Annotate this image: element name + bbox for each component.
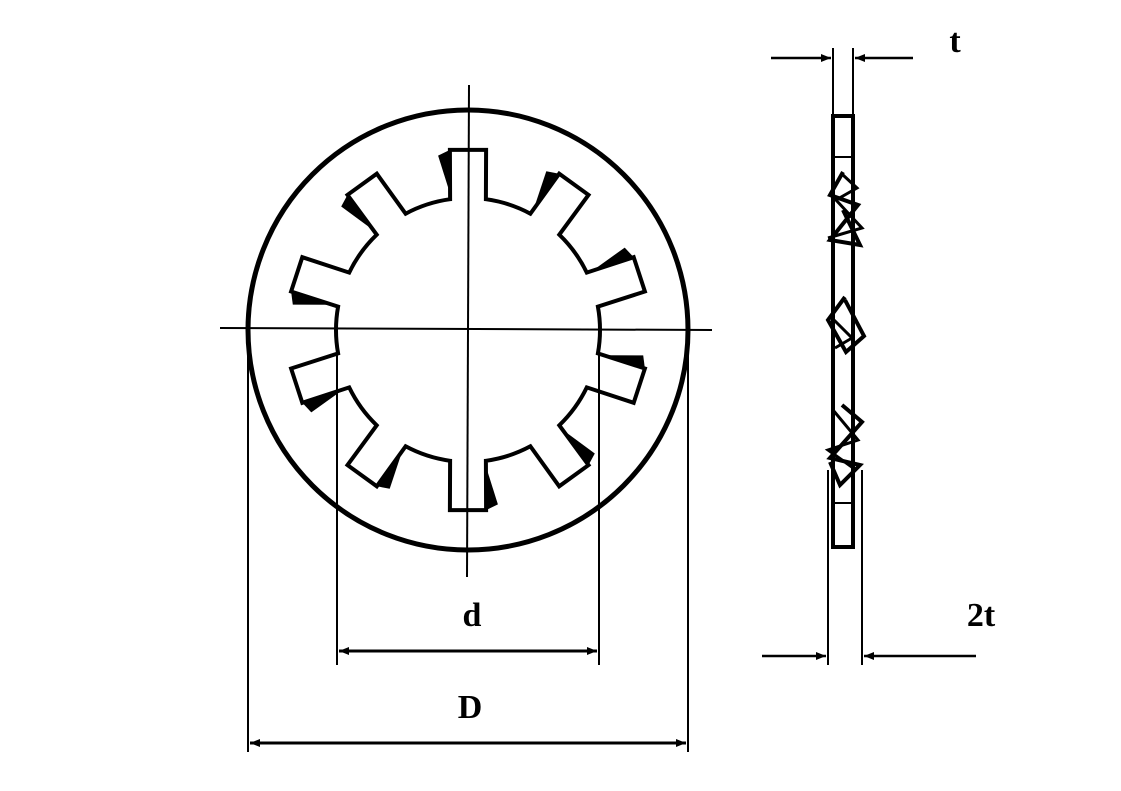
center-line-horizontal	[219, 327, 713, 331]
side-tooth-zigzag	[830, 316, 855, 350]
side-view	[824, 114, 867, 549]
dimension-d: d	[336, 335, 600, 665]
side-tooth-zigzag	[826, 171, 864, 248]
side-tooth-zigzag	[825, 295, 867, 356]
front-view	[219, 84, 713, 578]
inner-teeth-outline	[288, 147, 648, 513]
tooth-twist-fills	[291, 149, 645, 511]
tooth-twist-wedge	[595, 247, 634, 269]
dimension-2t: 2t	[762, 470, 996, 665]
side-tooth-zigzag	[827, 173, 865, 240]
tooth-twist-wedge	[302, 391, 341, 413]
tooth-twist-wedge	[341, 194, 370, 228]
label-2t: 2t	[967, 597, 996, 634]
tooth-twist-wedge	[486, 470, 498, 511]
center-line-vertical	[466, 84, 470, 578]
label-t: t	[949, 23, 961, 60]
tooth-twist-wedge	[376, 455, 401, 489]
label-d: d	[463, 597, 482, 634]
tooth-twist-wedge	[438, 149, 450, 190]
side-tooth-zigzag	[824, 409, 861, 472]
tooth-twist-wedge	[291, 291, 329, 305]
tooth-twist-wedge	[535, 171, 560, 205]
tooth-twist-wedge	[566, 432, 595, 466]
tooth-twist-wedge	[607, 355, 645, 369]
label-D: D	[458, 689, 483, 726]
dimension-D: D	[247, 345, 689, 752]
dimension-t: t	[771, 23, 961, 116]
